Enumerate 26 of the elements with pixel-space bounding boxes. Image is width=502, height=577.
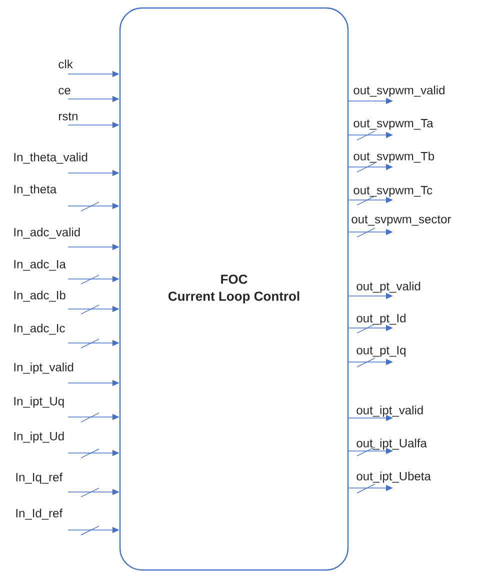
signal-label: out_svpwm_Tb <box>354 152 434 163</box>
signal-label: In_adc_valid <box>14 228 80 239</box>
signal-label: In_theta_valid <box>14 152 88 164</box>
signal-label: clk <box>58 60 73 68</box>
signal-label: out_svpwm_valid <box>354 86 444 97</box>
signal-label: out_svpwm_sector <box>352 216 452 226</box>
signal-label: out_pt_Id <box>356 314 406 325</box>
signal-label: out_pt_Iq <box>356 346 406 357</box>
signal-label: In_ipt_valid <box>14 362 74 374</box>
signal-label: In_theta <box>14 184 57 196</box>
signal-label: ce <box>58 88 70 94</box>
signal-label: In_ipt_Ud <box>14 432 64 443</box>
signal-label: out_svpwm_Tc <box>354 186 432 197</box>
signal-label: rstn <box>59 112 78 120</box>
signal-label: In_adc_Ia <box>14 260 66 271</box>
signal-label: out_ipt_Ualfa <box>356 438 427 450</box>
signal-label: out_ipt_Ubeta <box>356 472 431 483</box>
signal-label: In_ipt_Uq <box>14 396 64 408</box>
signal-label: out_ipt_valid <box>356 406 423 417</box>
signal-label: In_adc_Ic <box>14 324 65 335</box>
signal-label: In_adc_Ib <box>14 290 66 302</box>
signal-label: out_svpwm_Ta <box>354 119 434 130</box>
block-box: FOC Current Loop Control <box>119 7 349 571</box>
signal-label: out_pt_valid <box>356 282 420 293</box>
signal-label: In_Id_ref <box>16 508 63 520</box>
signal-label: In_Iq_ref <box>16 472 63 484</box>
